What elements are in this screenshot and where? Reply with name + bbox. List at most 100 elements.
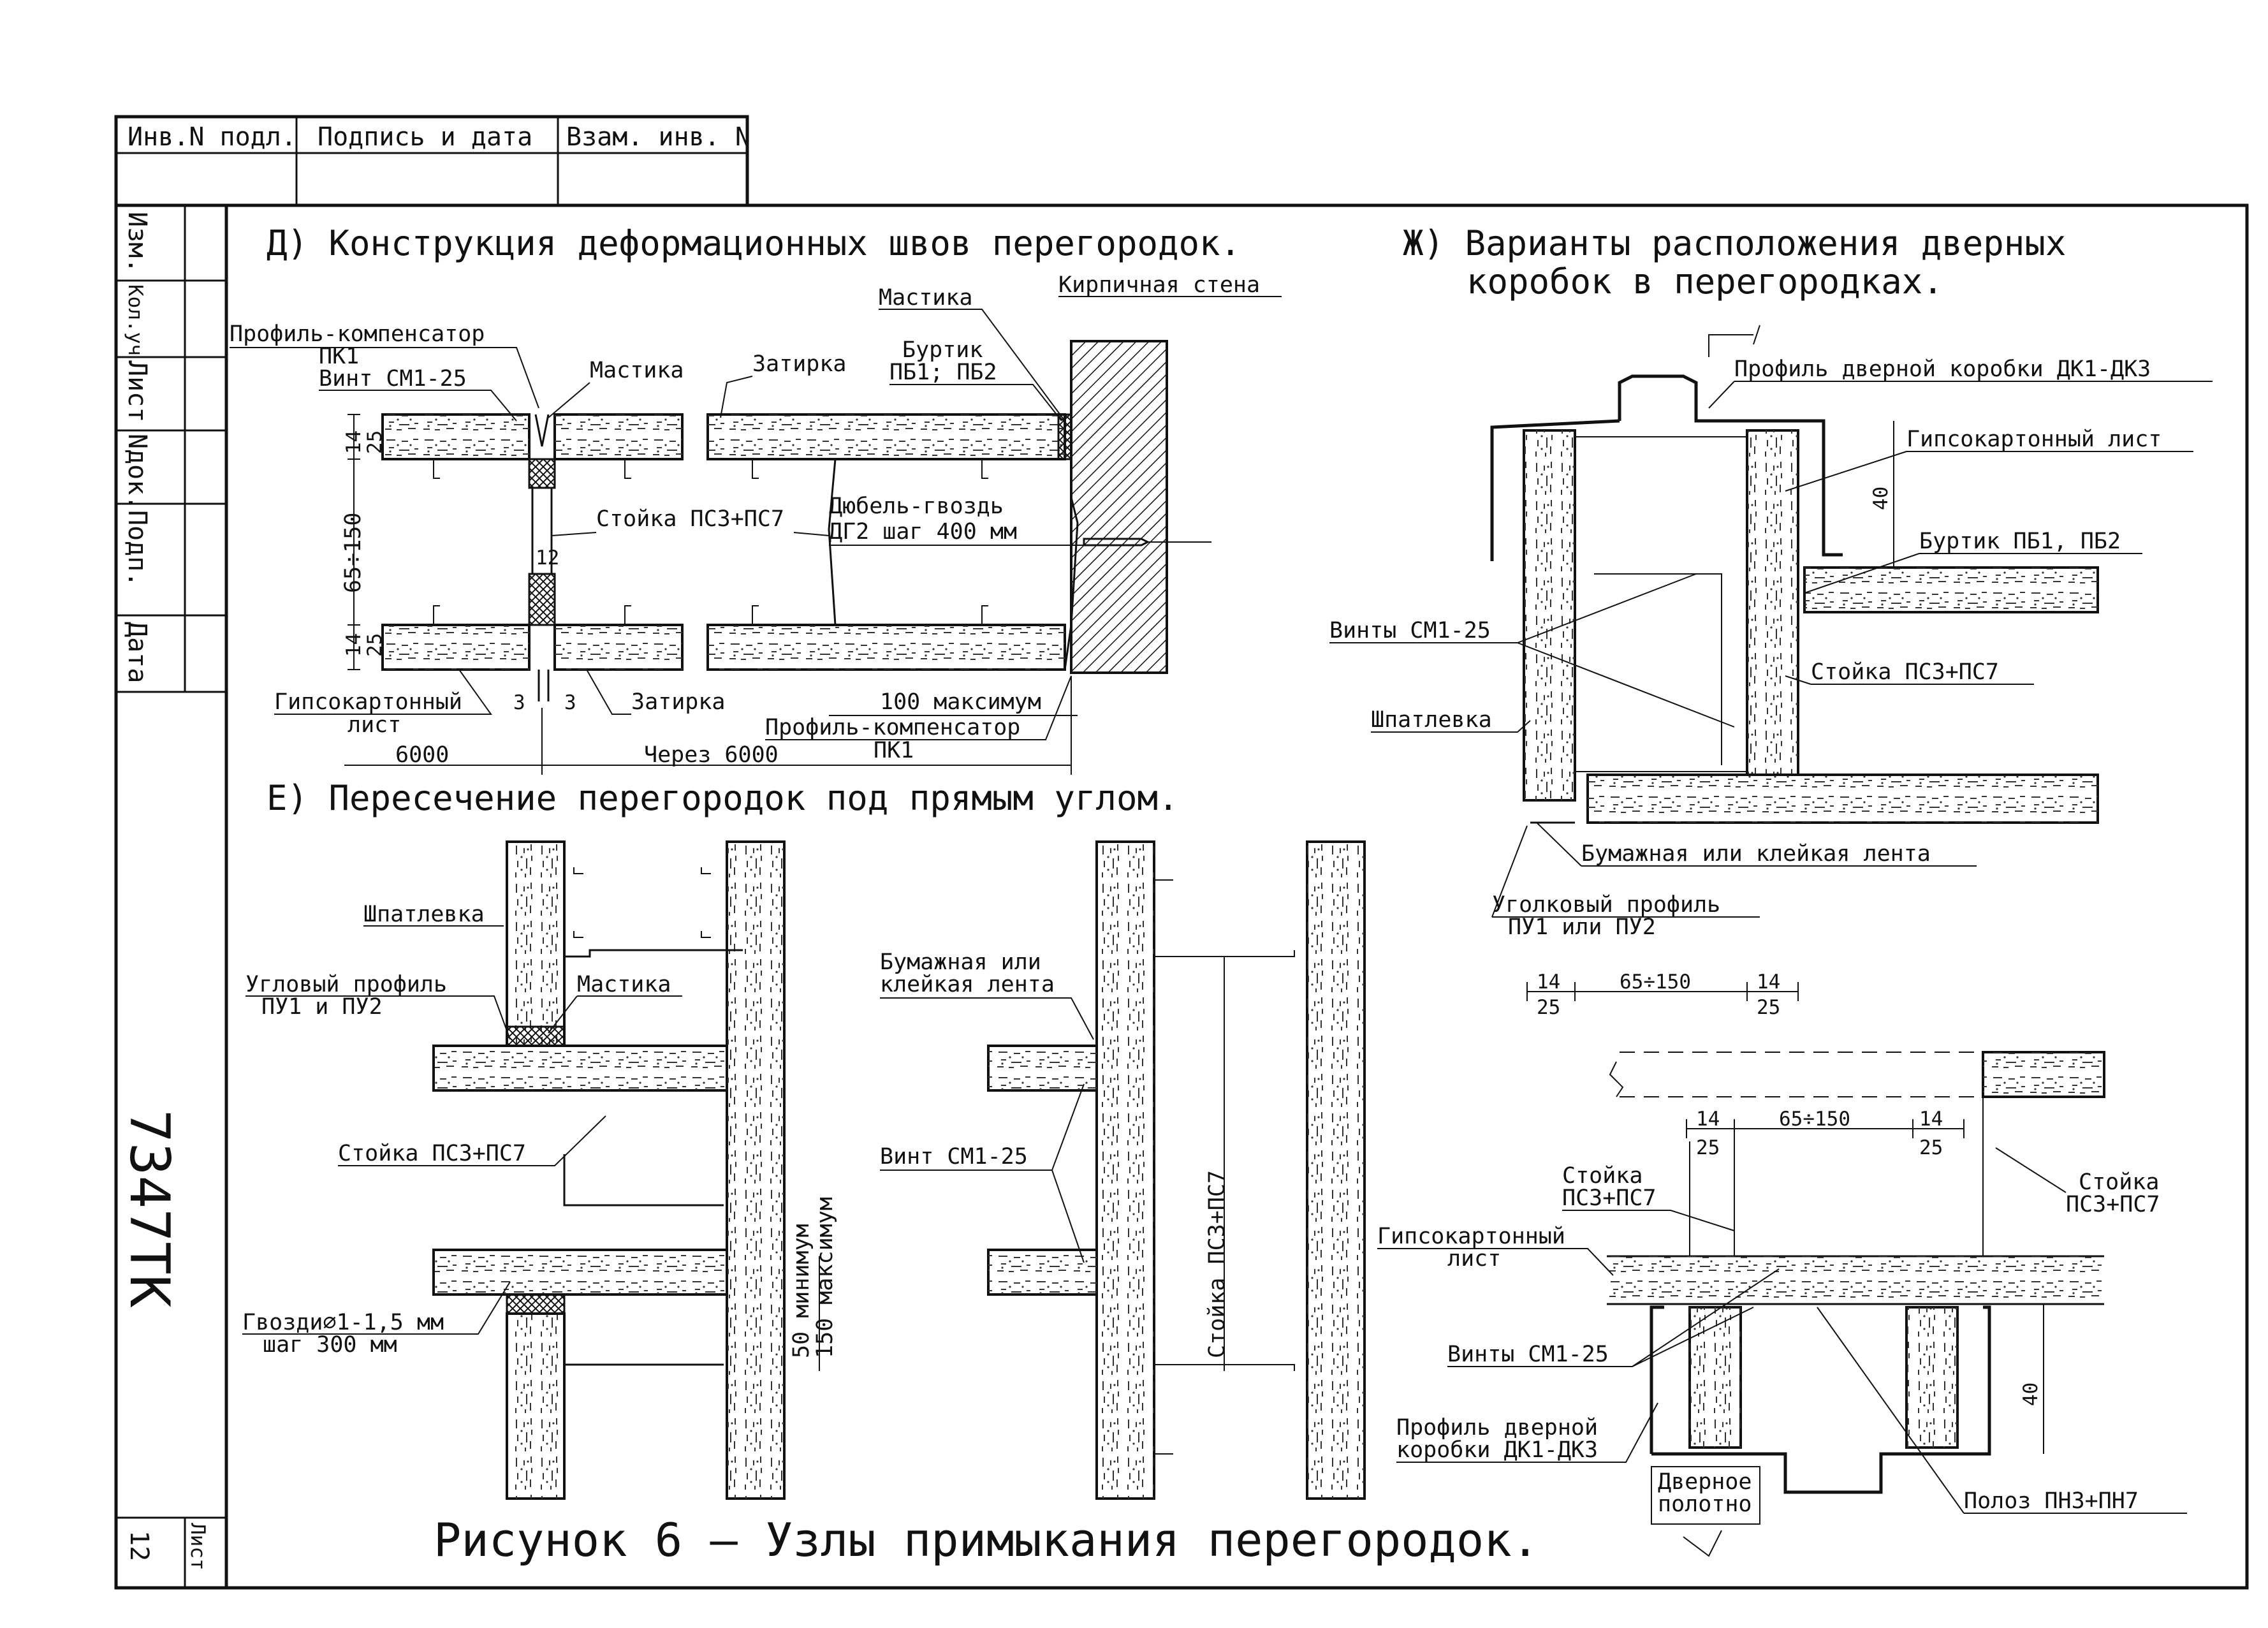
zh-label-ugol1: Уголковый профиль (1492, 892, 1720, 918)
dim-14a: 14 (342, 430, 365, 454)
brick-wall (1070, 340, 1168, 674)
zh-label-gipso1: Гипсокартонный (1377, 1224, 1565, 1249)
e-label-vint: Винт СМ1-25 (880, 1144, 1028, 1170)
zh-label-stoyka-r1: Стойка (2079, 1170, 2159, 1195)
label-burtik: Буртик (902, 337, 983, 363)
zh-dim-25c: 25 (1696, 1136, 1720, 1159)
section-d-title: Д) Конструкция деформационных швов перег… (267, 223, 1241, 263)
label-dg: ДГ2 шаг 400 мм (829, 519, 1017, 545)
e-label-ugol2: ПУ1 и ПУ2 (261, 994, 383, 1020)
e-label-gvozdi2: шаг 300 мм (263, 1332, 397, 1358)
section-zh-title-1: Ж) Варианты расположения дверных (1403, 223, 2066, 263)
label-mastika-b: Мастика (879, 285, 973, 311)
label-dyubel: Дюбель-гвоздь (829, 494, 1004, 519)
section-zh-title-2: коробок в перегородках. (1467, 261, 1943, 302)
zh-label-vinty: Винты СМ1-25 (1329, 618, 1491, 643)
label-profile-comp: Профиль-компенсатор (230, 321, 485, 347)
label-zatirka-b: Затирка (631, 689, 726, 715)
figure-caption: Рисунок 6 – Узлы примыкания перегородок. (434, 1513, 1539, 1567)
label-mastika-a: Мастика (590, 358, 684, 383)
e-label-lenta1: Бумажная или (880, 950, 1041, 975)
zh-dim-14b: 14 (1757, 971, 1780, 994)
zh-label-vinty2: Винты СМ1-25 (1447, 1342, 1609, 1367)
dim-12: 12 (536, 546, 559, 569)
zh-dim-65b: 65÷150 (1779, 1108, 1850, 1131)
e-label-mastika: Мастика (577, 972, 671, 997)
stamp-sign-header: Подпись и дата (318, 122, 532, 152)
zh-label-gipso-list: Гипсокартонный лист (1906, 427, 2162, 452)
e-label-stoyka: Стойка ПС3+ПС7 (338, 1141, 526, 1166)
section-e-title: Е) Пересечение перегородок под прямым уг… (267, 778, 1178, 818)
zh-label-poloz: Полоз ПН3+ПН7 (1964, 1488, 2139, 1514)
zh-label-gipso2: лист (1447, 1246, 1501, 1272)
e-label-max150: 150 максимум (812, 1197, 838, 1358)
zh-label-lenta: Бумажная или клейкая лента (1581, 841, 1931, 867)
stamp-data: Дата (122, 622, 152, 683)
zh-label-shpat: Шпатлевка (1371, 707, 1492, 733)
zh-dim-25b: 25 (1757, 996, 1780, 1019)
zh-label-stoyka-l1: Стойка (1562, 1163, 1642, 1189)
zh-dim-25d: 25 (1919, 1136, 1943, 1159)
zh-label-door1: Дверное (1658, 1469, 1752, 1495)
zh-label-profile-door: Профиль дверной коробки ДК1-ДК3 (1734, 356, 2151, 382)
section-zh: Ж) Варианты расположения дверных коробок… (1329, 223, 2213, 1557)
label-profile-comp2: Профиль-компенсатор (765, 715, 1020, 740)
stamp-sheet-number: 12 (124, 1530, 154, 1561)
label-d6000: 6000 (395, 742, 449, 768)
label-list: лист (348, 712, 401, 738)
dim-25b: 25 (363, 633, 386, 657)
zh-dim-14c: 14 (1696, 1108, 1720, 1131)
label-through6000: Через 6000 (644, 742, 779, 768)
stamp-inv-header: Инв.N подл. (128, 122, 296, 152)
zh-dim-40b: 40 (2019, 1382, 2042, 1406)
e-label-shpat: Шпатлевка (363, 902, 485, 927)
zh-label-door2: полотно (1658, 1492, 1752, 1517)
zh-label-stoyka-l2: ПС3+ПС7 (1562, 1185, 1657, 1211)
zh-label-stoyka-r2: ПС3+ПС7 (2066, 1192, 2160, 1217)
zh-dim-14a: 14 (1537, 971, 1560, 994)
stamp-sheet-label: Лист (186, 1523, 209, 1571)
zh-dim-65a: 65÷150 (1620, 971, 1691, 994)
e-label-min50: 50 минимум (789, 1224, 814, 1358)
e-label-lenta2: клейкая лента (880, 972, 1055, 997)
e-label-stoyka-v: Стойка ПС3+ПС7 (1204, 1170, 1230, 1358)
zh-label-stoyka: Стойка ПС3+ПС7 (1811, 659, 1999, 685)
e-label-ugol1: Угловый профиль (245, 972, 447, 997)
zh-label-prof-d2: коробки ДК1-ДК3 (1396, 1437, 1598, 1463)
section-d: Д) Конструкция деформационных швов перег… (230, 223, 1282, 775)
mastic-bottom (528, 573, 556, 626)
zh-label-burtik: Буртик ПБ1, ПБ2 (1919, 529, 2121, 554)
dim-25a: 25 (363, 430, 386, 454)
e-label-gvozdi1: Гвозди∅1-1,5 мм (242, 1310, 444, 1335)
dim-14b: 14 (342, 633, 365, 657)
label-zatirka-a: Затирка (752, 351, 847, 377)
label-max100: 100 максимум (880, 689, 1041, 715)
zh-label-prof-d1: Профиль дверной (1396, 1415, 1598, 1441)
dim-3a: 3 (513, 691, 525, 714)
stamp-podp: Подп. (122, 510, 152, 587)
dim-65150: 65÷150 (340, 513, 366, 593)
doc-code: 7347ТК (117, 1110, 181, 1308)
zh-dim-25a: 25 (1537, 996, 1560, 1019)
zh-dim-40a: 40 (1869, 487, 1892, 510)
top-stamp: Инв.N подл. Подпись и дата Взам. инв. N (114, 115, 750, 207)
label-vint: Винт СМ1-25 (319, 366, 467, 392)
section-e: Е) Пересечение перегородок под прямым уг… (242, 778, 1366, 1500)
label-brick-wall: Кирпичная стена (1058, 272, 1260, 298)
mastic-top (528, 458, 556, 489)
stamp-vzam-header: Взам. инв. N (566, 122, 750, 152)
dim-3b: 3 (564, 691, 576, 714)
stamp-kolch: Кол.уч. (124, 284, 147, 368)
zh-dim-14d: 14 (1919, 1108, 1943, 1131)
label-pk1b: ПК1 (874, 738, 914, 763)
stamp-list: Лист (122, 361, 152, 422)
stamp-ndok: Nдок. (122, 434, 152, 510)
zh-label-ugol2: ПУ1 или ПУ2 (1508, 914, 1656, 940)
side-stamp: Изм. Кол.уч. Лист Nдок. Подп. Дата 7347Т… (116, 212, 226, 1571)
label-stoyka: Стойка ПС3+ПС7 (596, 506, 784, 532)
stamp-izm: Изм. (122, 212, 152, 273)
label-pb: ПБ1; ПБ2 (889, 360, 997, 385)
label-gipso: Гипсокартонный (274, 689, 462, 715)
